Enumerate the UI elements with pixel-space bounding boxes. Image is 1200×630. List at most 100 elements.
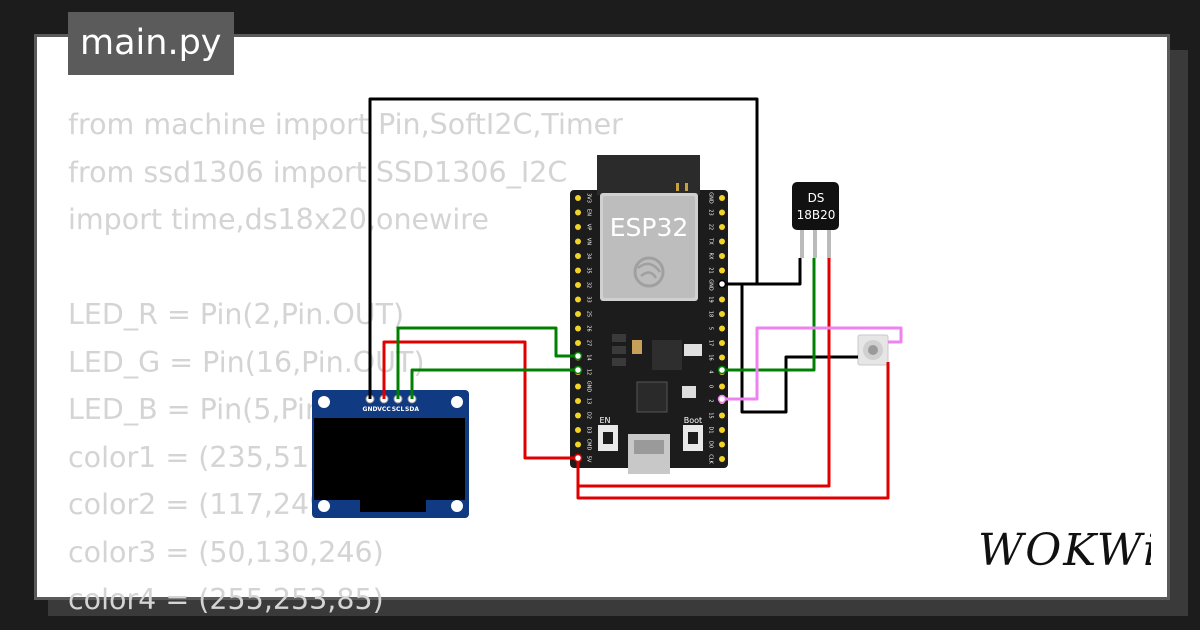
header-pin[interactable] <box>719 340 725 346</box>
header-pin[interactable] <box>575 209 581 216</box>
pin-label: 26 <box>586 325 592 331</box>
esp32-board[interactable]: ESP32 EN Boot 3V3ENVPVN34353233252627141… <box>570 155 728 474</box>
oled-pin-label: GND <box>363 406 378 413</box>
ds18b20-sensor[interactable]: DS 18B20 <box>792 182 839 258</box>
pin-label: 25 <box>586 311 592 317</box>
oled-screen <box>314 418 465 500</box>
pin-label: GND <box>708 279 714 291</box>
pin-label: 0 <box>708 385 714 388</box>
pin-label: 16 <box>708 354 714 360</box>
header-pin[interactable] <box>719 195 725 201</box>
header-pin[interactable] <box>575 238 581 245</box>
pin-label: 35 <box>586 267 592 273</box>
sensor-label-2: 18B20 <box>797 208 836 222</box>
wire-gnd-led <box>740 284 858 414</box>
pin-label: 4 <box>708 370 714 373</box>
pin-label: CLK <box>708 454 714 464</box>
wires <box>368 97 903 500</box>
wire-sda <box>410 368 578 399</box>
header-pin[interactable] <box>575 267 581 274</box>
oled-pin-label: SDA <box>405 406 419 413</box>
file-tab[interactable]: main.py <box>68 12 234 75</box>
pin-label: TX <box>708 237 714 245</box>
pin-label: 5 <box>708 327 714 330</box>
pin-label: 13 <box>586 398 592 404</box>
pin-label: 34 <box>586 253 592 259</box>
pin-label: 5V <box>586 456 592 463</box>
header-pin[interactable] <box>719 253 725 259</box>
pin-label: VN <box>586 238 592 245</box>
header-pin[interactable] <box>719 456 725 462</box>
pin-label: 17 <box>708 340 714 346</box>
oled-pin-label: VCC <box>377 406 391 413</box>
header-pin[interactable] <box>719 427 725 433</box>
esp32-label: ESP32 <box>610 213 689 242</box>
wire-vcc-sensor <box>576 258 831 488</box>
espressif-logo-icon <box>633 256 665 288</box>
header-pin[interactable] <box>575 325 581 332</box>
header-pin[interactable] <box>719 325 725 332</box>
pin-label: 32 <box>586 282 592 288</box>
code-line: from machine import Pin,SoftI2C,Timer <box>68 108 623 141</box>
pin-label: RX <box>708 253 714 260</box>
pin-label: 15 <box>708 412 714 418</box>
pin-label: D1 <box>708 426 714 433</box>
header-pin[interactable] <box>719 224 725 230</box>
header-pin[interactable] <box>719 383 725 390</box>
pin-label: EN <box>586 209 592 216</box>
pin-label: 21 <box>708 267 714 273</box>
sensor-label-1: DS <box>808 191 825 205</box>
pin-label: D2 <box>586 412 592 419</box>
header-pin[interactable] <box>719 311 725 317</box>
pin-label: D3 <box>586 426 592 433</box>
pin-label: CMD <box>586 439 592 451</box>
pin-label: 18 <box>708 311 714 317</box>
wire-data-sensor <box>722 258 816 372</box>
header-pin[interactable] <box>575 441 581 448</box>
pin-label: 23 <box>708 209 714 215</box>
wokwi-logo[interactable]: WOKWi <box>976 523 1151 575</box>
header-pin[interactable] <box>719 238 725 245</box>
pin-label: 2 <box>708 399 714 402</box>
wokwi-logo-text: WOKWi <box>978 525 1151 575</box>
pin-label: 27 <box>586 340 592 346</box>
header-pin[interactable] <box>575 398 581 404</box>
wire-gnd-sensor <box>722 258 802 286</box>
rgb-led[interactable] <box>857 334 889 366</box>
header-pin[interactable] <box>575 253 581 259</box>
code-line: color3 = (50,130,246) <box>68 535 384 569</box>
header-pin[interactable] <box>575 195 581 201</box>
header-pin[interactable] <box>575 311 581 317</box>
header-pin[interactable] <box>719 412 725 419</box>
pin-label: VP <box>586 224 592 230</box>
pin-label: D0 <box>708 441 714 448</box>
wire-led-din <box>722 326 903 401</box>
code-line: color4 = (255,253,85) <box>68 583 384 616</box>
header-pin[interactable] <box>719 354 725 361</box>
pin-label: 14 <box>586 354 592 360</box>
header-pin[interactable] <box>719 296 725 303</box>
pin-label: 33 <box>586 296 592 302</box>
header-pin[interactable] <box>575 383 581 390</box>
header-pin[interactable] <box>575 296 581 303</box>
code-line: import time,ds18x20,onewire <box>68 203 489 236</box>
header-pin[interactable] <box>719 267 725 274</box>
header-pin[interactable] <box>719 441 725 448</box>
code-line: from ssd1306 import SSD1306_I2C <box>68 155 568 189</box>
header-pin[interactable] <box>575 412 581 419</box>
boot-button-label: Boot <box>684 416 702 425</box>
pin-label: GND <box>586 381 592 393</box>
header-pin[interactable] <box>575 340 581 346</box>
header-pin[interactable] <box>575 224 581 230</box>
wire-vcc-oled <box>382 340 578 460</box>
code-line: LED_G = Pin(16,Pin.OUT) <box>68 345 425 379</box>
en-button-label: EN <box>599 416 610 425</box>
header-pin[interactable] <box>719 209 725 216</box>
oled-pin-label: SCL <box>392 406 405 413</box>
pin-label: 3V3 <box>586 193 592 203</box>
header-pin[interactable] <box>575 427 581 433</box>
code-line: color1 = (235,51,36) <box>68 440 366 474</box>
header-pin[interactable] <box>575 282 581 288</box>
